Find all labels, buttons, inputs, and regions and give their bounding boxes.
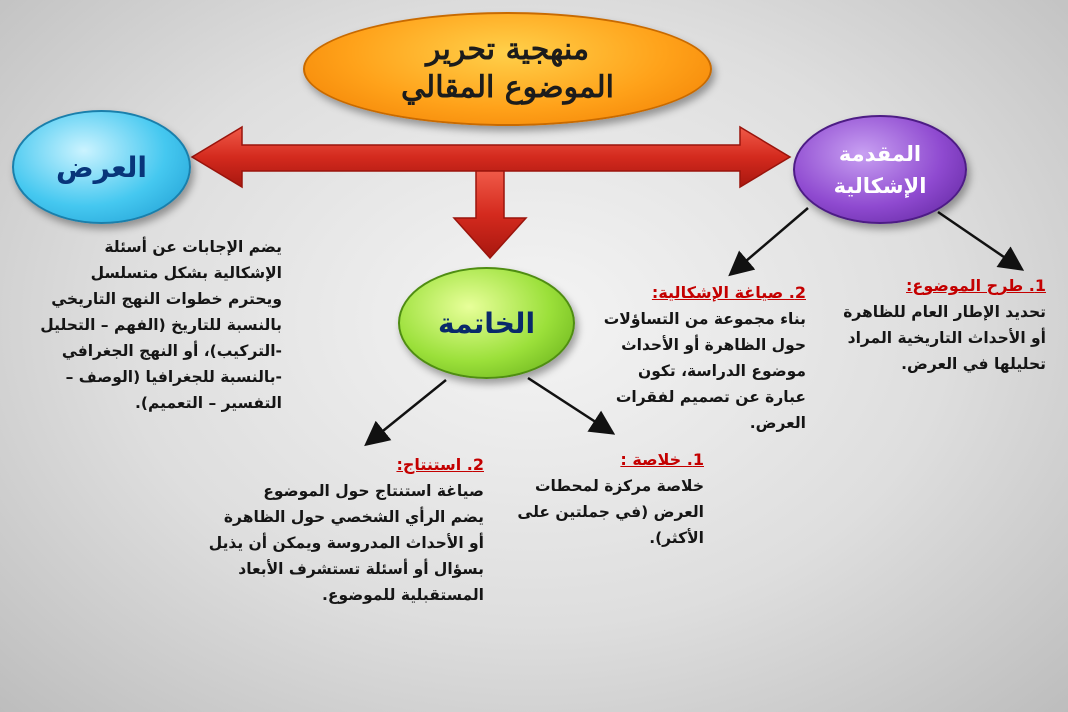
double-arrow xyxy=(190,125,792,189)
presentation-line: يضم الإجابات عن أسئلة xyxy=(104,238,282,256)
conclusion-result-line: المستقبلية للموضوع. xyxy=(322,586,484,604)
intro-problem-line: بناء مجموعة من التساؤلات xyxy=(603,310,806,328)
intro-topic-line: تحديد الإطار العام للظاهرة xyxy=(843,303,1046,321)
conclusion-summary-block: 1. خلاصة : خلاصة مركزة لمحطات العرض (في … xyxy=(517,447,704,551)
intro-topic-line: تحليلها في العرض. xyxy=(901,355,1046,373)
intro-label-line-1: المقدمة xyxy=(838,141,922,166)
conclusion-summary-line: خلاصة مركزة لمحطات xyxy=(534,477,704,495)
conclusion-result-line: يضم الرأي الشخصي حول الظاهرة xyxy=(223,508,484,526)
conclusion-oval: الخاتمة xyxy=(398,267,575,379)
conclusion-summary-line: العرض (في جملتين على xyxy=(517,503,704,521)
presentation-line: ويحترم خطوات النهج التاريخي xyxy=(51,290,282,308)
conclusion-result-line: بسؤال أو أسئلة تستشرف الأبعاد xyxy=(238,560,484,578)
intro-problem-line: موضوع الدراسة، تكون xyxy=(637,362,806,380)
title-oval: منهجية تحرير الموضوع المقالي xyxy=(303,12,712,126)
down-arrow xyxy=(452,170,528,260)
conclusion-result-block: 2. استنتاج: صياغة استنتاج حول الموضوع يض… xyxy=(209,452,484,608)
intro-problem-heading: 2. صياغة الإشكالية: xyxy=(651,283,806,302)
intro-topic-heading: 1. طرح الموضوع: xyxy=(906,276,1046,295)
intro-label-line-2: الإشكالية xyxy=(833,173,927,198)
conclusion-result-heading: 2. استنتاج: xyxy=(396,455,484,474)
title-line-1: منهجية تحرير xyxy=(425,32,590,67)
conclusion-summary-heading: 1. خلاصة : xyxy=(620,450,704,469)
conclusion-label: الخاتمة xyxy=(437,306,536,340)
intro-problem-line: العرض. xyxy=(749,414,806,432)
arrow-intro-to-problem xyxy=(728,207,809,277)
presentation-label: العرض xyxy=(56,150,147,184)
intro-topic-block: 1. طرح الموضوع: تحديد الإطار العام للظاه… xyxy=(843,273,1046,377)
presentation-line: التفسير – التعميم). xyxy=(135,394,282,412)
arrow-intro-to-topic xyxy=(937,210,1025,271)
intro-problem-line: عبارة عن تصميم لفقرات xyxy=(615,388,806,406)
presentation-line: الإشكالية بشكل متسلسل xyxy=(90,264,282,282)
arrow-conclusion-to-result xyxy=(364,379,447,447)
presentation-oval: العرض xyxy=(12,110,191,224)
conclusion-result-line: صياغة استنتاج حول الموضوع xyxy=(263,482,484,500)
conclusion-summary-line: الأكثر). xyxy=(649,529,704,547)
arrow-conclusion-to-summary xyxy=(527,376,616,435)
intro-problem-line: حول الظاهرة أو الأحداث xyxy=(621,336,806,354)
intro-topic-line: أو الأحداث التاريخية المراد xyxy=(847,329,1046,347)
intro-problem-block: 2. صياغة الإشكالية: بناء مجموعة من التسا… xyxy=(604,280,806,436)
title-line-2: الموضوع المقالي xyxy=(401,70,614,105)
presentation-line: -بالنسبة للجغرافيا (الوصف – xyxy=(65,368,282,386)
presentation-line: -التركيب)، أو النهج الجغرافي xyxy=(61,342,282,360)
conclusion-result-line: أو الأحداث المدروسة ويمكن أن يذيل xyxy=(208,534,484,552)
intro-oval: المقدمة الإشكالية xyxy=(793,115,967,224)
presentation-text: يضم الإجابات عن أسئلة الإشكالية بشكل متس… xyxy=(40,234,282,416)
presentation-line: بالنسبة للتاريخ (الفهم – التحليل xyxy=(40,316,282,334)
